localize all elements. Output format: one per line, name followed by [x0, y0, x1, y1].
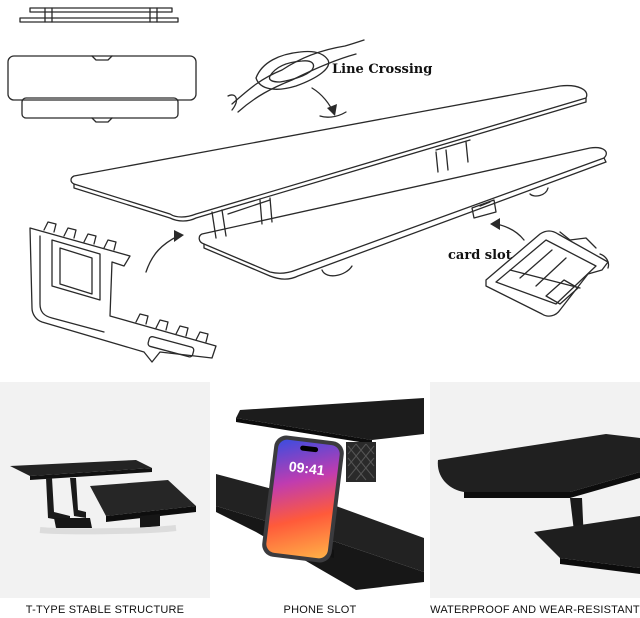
phone-slot-photo: 09:41	[216, 382, 424, 598]
line-crossing-label: Line Crossing	[332, 62, 433, 77]
card-slot-part-drawing	[485, 230, 610, 317]
side-view-thumbnail	[19, 7, 179, 23]
t-type-structure-photo	[0, 382, 210, 598]
caption-waterproof: WATERPROOF AND WEAR-RESISTANT	[430, 604, 640, 616]
card-slot-arrow	[495, 223, 525, 241]
bracket-arrow	[145, 235, 179, 273]
t-bracket-drawing	[29, 221, 217, 363]
phone-screen: 09:41	[265, 438, 341, 560]
top-view-thumbnail	[7, 55, 197, 123]
caption-phone-slot: PHONE SLOT	[283, 604, 357, 616]
waterproof-surface-photo	[430, 382, 640, 598]
lower-shelf-drawing	[198, 146, 607, 280]
upper-shelf-drawing	[70, 84, 588, 239]
card-slot-label: card slot	[448, 248, 512, 263]
phone-clock: 09:41	[288, 458, 326, 479]
phone-notch	[299, 445, 319, 453]
phone: 09:41	[260, 434, 346, 564]
caption-t-type: T-TYPE STABLE STRUCTURE	[25, 604, 185, 616]
cable-crossing-detail	[227, 39, 365, 113]
product-line-drawing	[7, 7, 610, 363]
